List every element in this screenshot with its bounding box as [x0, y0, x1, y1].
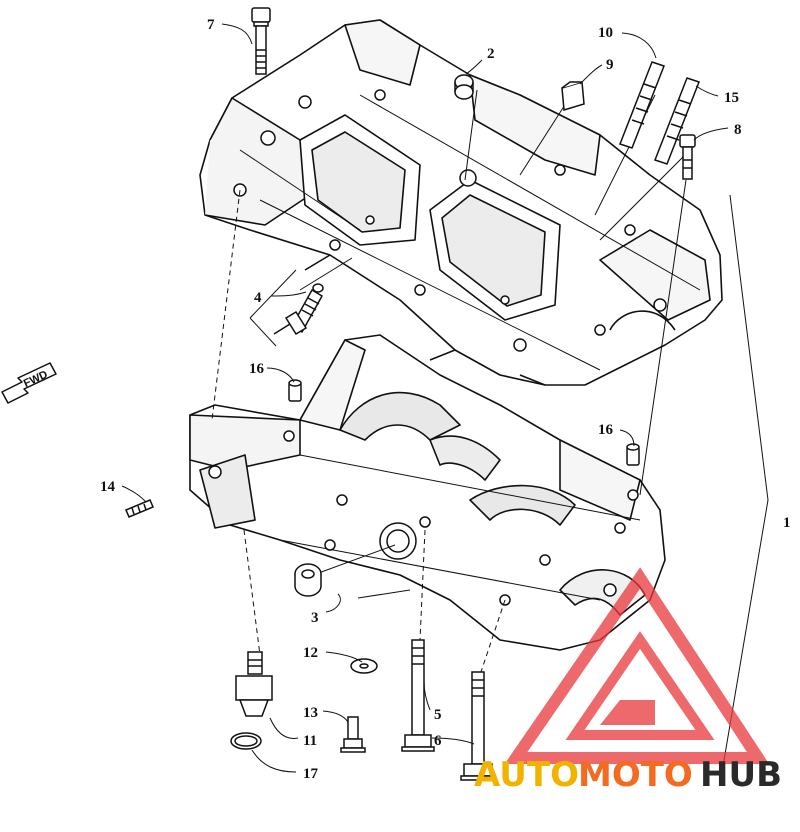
callout-16-left: 16 [249, 361, 265, 377]
bracket-4 [249, 269, 297, 347]
callout-leaders [121, 23, 769, 785]
bolt-8 [679, 134, 696, 180]
callout-9: 9 [606, 57, 614, 73]
callout-12: 12 [303, 645, 318, 661]
lower-crankcase [189, 334, 666, 651]
callout-5: 5 [434, 707, 442, 723]
callout-11: 11 [303, 733, 317, 749]
callout-1: 1 [783, 515, 791, 531]
callout-16-right: 16 [598, 422, 614, 438]
fwd-arrow-icon: FWD [1, 362, 57, 404]
bolt-13 [340, 716, 366, 753]
dowel-9 [561, 81, 585, 111]
watermark-auto: AUTO [474, 755, 579, 795]
callout-7: 7 [207, 17, 215, 33]
bolt-6 [460, 671, 496, 781]
callout-numbers: 1 2 3 4 5 6 7 8 9 10 11 12 13 14 15 16 1… [100, 17, 791, 782]
callout-13: 13 [303, 705, 318, 721]
sensor-11 [235, 651, 273, 717]
watermark-hub: HUB [700, 755, 782, 795]
sleeve-2 [454, 74, 474, 100]
fitting-4 [273, 283, 324, 336]
callout-3: 3 [311, 610, 319, 626]
o-ring-17 [230, 732, 262, 750]
dowel-16-right [626, 443, 640, 466]
watermark-logo [504, 567, 770, 764]
stud-10 [619, 61, 665, 149]
upper-crankcase [199, 19, 723, 386]
callout-8: 8 [734, 122, 742, 138]
stud-15 [654, 77, 700, 165]
dowel-16-left [288, 379, 302, 402]
callout-14: 14 [100, 479, 116, 495]
callout-6: 6 [434, 733, 442, 749]
bolt-5 [401, 639, 435, 752]
washer-12 [350, 658, 378, 674]
bolt-7 [251, 7, 271, 75]
callout-17: 17 [303, 766, 319, 782]
lower-case-details [208, 430, 639, 606]
watermark-text: AUTO MOTO HUB [474, 755, 782, 795]
fwd-label: FWD [22, 369, 50, 390]
callout-15: 15 [724, 90, 739, 106]
watermark-moto: MOTO [578, 755, 693, 795]
bushing-3 [294, 563, 322, 597]
stud-14 [125, 499, 154, 518]
callout-2: 2 [487, 46, 495, 62]
callout-4: 4 [254, 290, 262, 306]
callout-10: 10 [598, 25, 613, 41]
